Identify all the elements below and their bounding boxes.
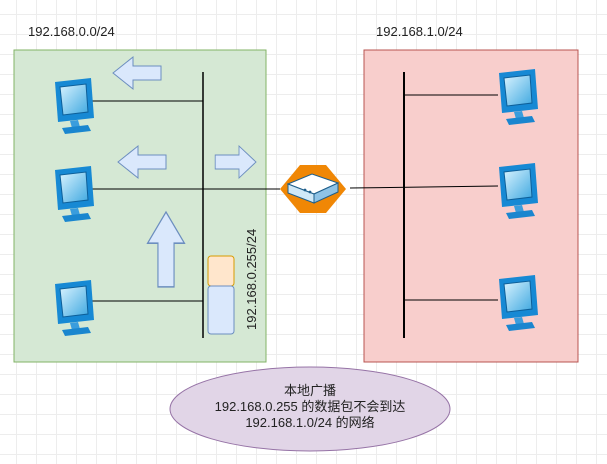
subnet-left-label: 192.168.0.0/24 [28,24,115,39]
subnet-right-label: 192.168.1.0/24 [376,24,463,39]
router-icon [280,165,346,213]
right-link-router [349,185,499,189]
broadcast-address-label: 192.168.0.255/24 [244,228,259,330]
packet-header [207,255,235,287]
note-text: 本地广播 192.168.0.255 的数据包不会到达 192.168.1.0/… [170,383,450,431]
packet-body [207,285,235,335]
note-line-2: 192.168.0.255 的数据包不会到达 [214,399,406,414]
subnet-right-box [363,49,579,363]
note-ellipse [169,366,451,452]
note-line-1: 本地广播 [283,383,336,398]
note-line-3: 192.168.1.0/24 的网络 [245,415,375,430]
